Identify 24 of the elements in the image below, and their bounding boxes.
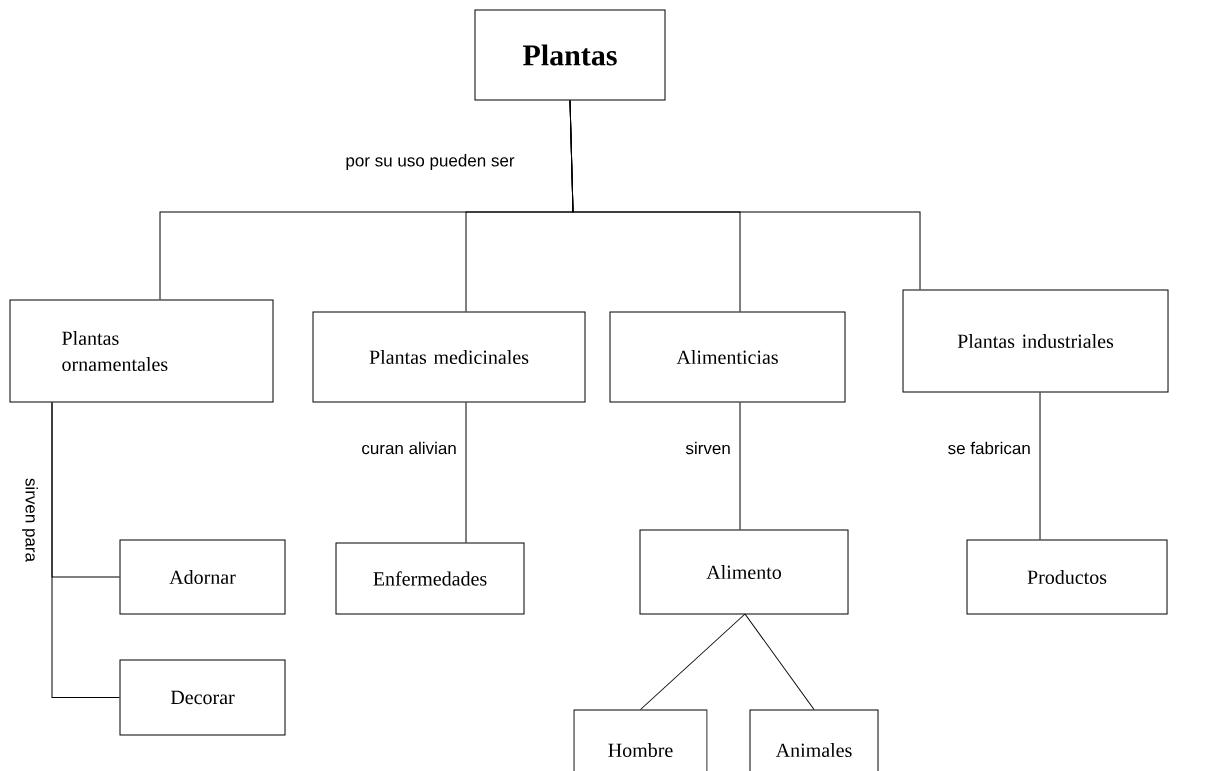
concept-box: Plantas ornamentales [9,299,274,403]
connector-line [640,613,746,710]
edge-label: sirven [685,441,730,455]
concept-box: Plantas medicinales [312,311,586,403]
edge-label: sirven para [22,478,38,562]
concept-box: Productos [966,539,1168,615]
concept-box: Animales [749,709,879,771]
edge-label: por su uso pueden ser [346,154,515,170]
concept-box: Adornar [119,539,286,615]
connector-line [744,613,815,710]
concept-box: Hombre [573,709,708,771]
connector-line [51,402,120,698]
edge-label: curan alivian [362,441,456,455]
connector-line [569,100,921,290]
concept-box: Plantas [474,9,666,101]
concept-box: Decorar [119,659,286,736]
connector-line [465,402,467,543]
connector-line [739,402,741,530]
concept-box: Plantas industriales [902,289,1169,393]
concept-box: Alimenticias [609,311,846,403]
concept-box: Alimento [639,529,849,615]
concept-box: Enfermedades [335,542,525,615]
edge-label: se fabrican [948,441,1030,455]
connector-line [1039,392,1041,540]
